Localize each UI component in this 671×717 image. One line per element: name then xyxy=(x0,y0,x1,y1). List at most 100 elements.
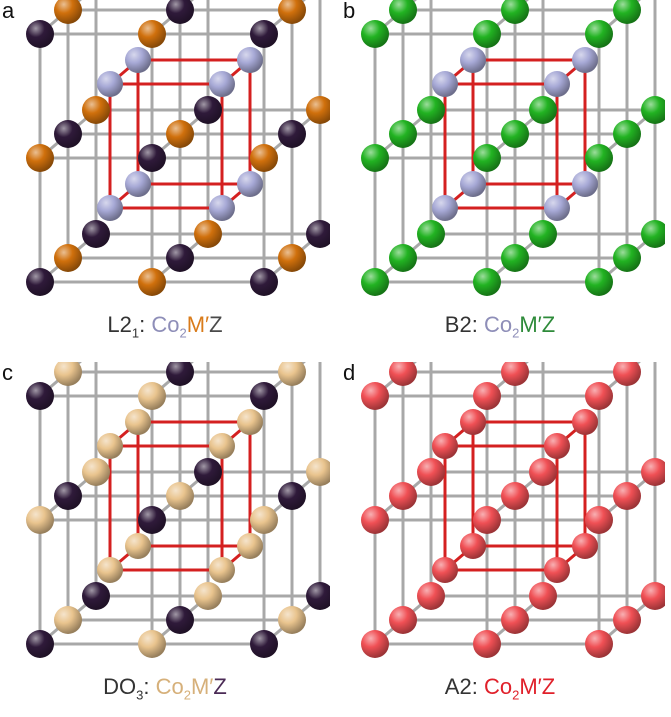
corner-site-atom xyxy=(501,244,529,272)
face-site-atom xyxy=(501,120,529,148)
face-site-atom xyxy=(306,458,330,486)
corner-site-atom xyxy=(54,120,82,148)
inner-site-atom xyxy=(125,47,151,73)
inner-site-atom xyxy=(209,557,235,583)
face-site-atom xyxy=(389,606,417,634)
face-site-atom xyxy=(138,20,166,48)
face-site-atom xyxy=(250,506,278,534)
corner-site-atom xyxy=(473,144,501,172)
face-site-atom xyxy=(166,482,194,510)
formula-sub: 2 xyxy=(512,325,520,341)
inner-site-atom xyxy=(460,47,486,73)
inner-site-atom xyxy=(572,47,598,73)
formula-co: Co xyxy=(155,674,184,699)
face-site-atom xyxy=(473,268,501,296)
face-site-atom xyxy=(54,0,82,24)
structure-subscript: 3 xyxy=(136,687,144,703)
formula-z: Z xyxy=(213,674,227,699)
structure-caption: DO3: Co2M′Z xyxy=(0,674,330,702)
formula-co: Co xyxy=(483,312,513,337)
formula-m: M′ xyxy=(186,312,210,337)
face-site-atom xyxy=(473,630,501,658)
corner-site-atom xyxy=(138,144,166,172)
formula-sub: 2 xyxy=(183,687,191,703)
formula-sub: 2 xyxy=(512,687,520,703)
corner-site-atom xyxy=(250,382,278,410)
corner-site-atom xyxy=(306,220,330,248)
corner-site-atom xyxy=(26,630,54,658)
structure-caption: A2: Co2M′Z xyxy=(335,674,665,702)
face-site-atom xyxy=(473,382,501,410)
corner-site-atom xyxy=(278,482,306,510)
face-site-atom xyxy=(529,582,557,610)
corner-site-atom xyxy=(529,96,557,124)
corner-site-atom xyxy=(194,96,222,124)
corner-site-atom xyxy=(306,582,330,610)
face-site-atom xyxy=(613,0,641,24)
face-site-atom xyxy=(82,458,110,486)
panel-d: d A2: Co2M′Z xyxy=(335,360,665,717)
corner-site-atom xyxy=(250,630,278,658)
formula-m: M′ xyxy=(190,674,214,699)
corner-site-atom xyxy=(585,382,613,410)
face-site-atom xyxy=(82,96,110,124)
crystal-structure-diagram xyxy=(361,0,665,296)
corner-site-atom xyxy=(473,506,501,534)
panel-letter: d xyxy=(343,360,356,385)
inner-site-atom xyxy=(97,195,123,221)
inner-site-atom xyxy=(125,171,151,197)
corner-site-atom xyxy=(529,458,557,486)
inner-site-atom xyxy=(97,71,123,97)
face-site-atom xyxy=(613,362,641,386)
face-site-atom xyxy=(54,244,82,272)
corner-site-atom xyxy=(166,244,194,272)
formula-m: M′ xyxy=(519,674,542,699)
face-site-atom xyxy=(501,482,529,510)
face-site-atom xyxy=(389,0,417,24)
face-site-atom xyxy=(166,120,194,148)
face-site-atom xyxy=(473,20,501,48)
panel-letter: b xyxy=(343,0,356,23)
structure-name: B2 xyxy=(444,312,472,337)
structure-colon: : xyxy=(471,312,478,337)
inner-site-atom xyxy=(237,409,263,435)
face-site-atom xyxy=(54,606,82,634)
corner-site-atom xyxy=(166,0,194,24)
crystal-structure-diagram xyxy=(361,362,665,658)
panel-letter: a xyxy=(2,0,15,23)
corner-site-atom xyxy=(361,630,389,658)
atoms xyxy=(361,0,665,296)
face-site-atom xyxy=(641,96,665,124)
face-site-atom xyxy=(138,268,166,296)
face-site-atom xyxy=(194,220,222,248)
formula-z: Z xyxy=(541,674,556,699)
face-site-atom xyxy=(138,382,166,410)
structure-caption: B2: Co2M′Z xyxy=(335,312,665,340)
corner-site-atom xyxy=(501,362,529,386)
structure-name: DO xyxy=(103,674,137,699)
inner-site-atom xyxy=(97,433,123,459)
structure-colon: : xyxy=(139,312,146,337)
panel-c: c DO3: Co2M′Z xyxy=(0,360,330,717)
inner-site-atom xyxy=(432,433,458,459)
inner-site-atom xyxy=(237,533,263,559)
corner-site-atom xyxy=(54,482,82,510)
corner-site-atom xyxy=(166,606,194,634)
inner-site-atom xyxy=(432,195,458,221)
formula-m: M′ xyxy=(519,312,542,337)
corner-site-atom xyxy=(82,220,110,248)
corner-site-atom xyxy=(501,606,529,634)
corner-site-atom xyxy=(278,120,306,148)
corner-site-atom xyxy=(250,20,278,48)
formula-sub: 2 xyxy=(179,325,187,341)
formula-co: Co xyxy=(151,312,180,337)
formula-z: Z xyxy=(541,312,556,337)
inner-site-atom xyxy=(460,409,486,435)
face-site-atom xyxy=(278,362,306,386)
corner-site-atom xyxy=(641,220,665,248)
corner-site-atom xyxy=(417,220,445,248)
structure-name: L2 xyxy=(107,312,132,337)
face-site-atom xyxy=(389,244,417,272)
face-site-atom xyxy=(26,506,54,534)
inner-site-atom xyxy=(432,557,458,583)
